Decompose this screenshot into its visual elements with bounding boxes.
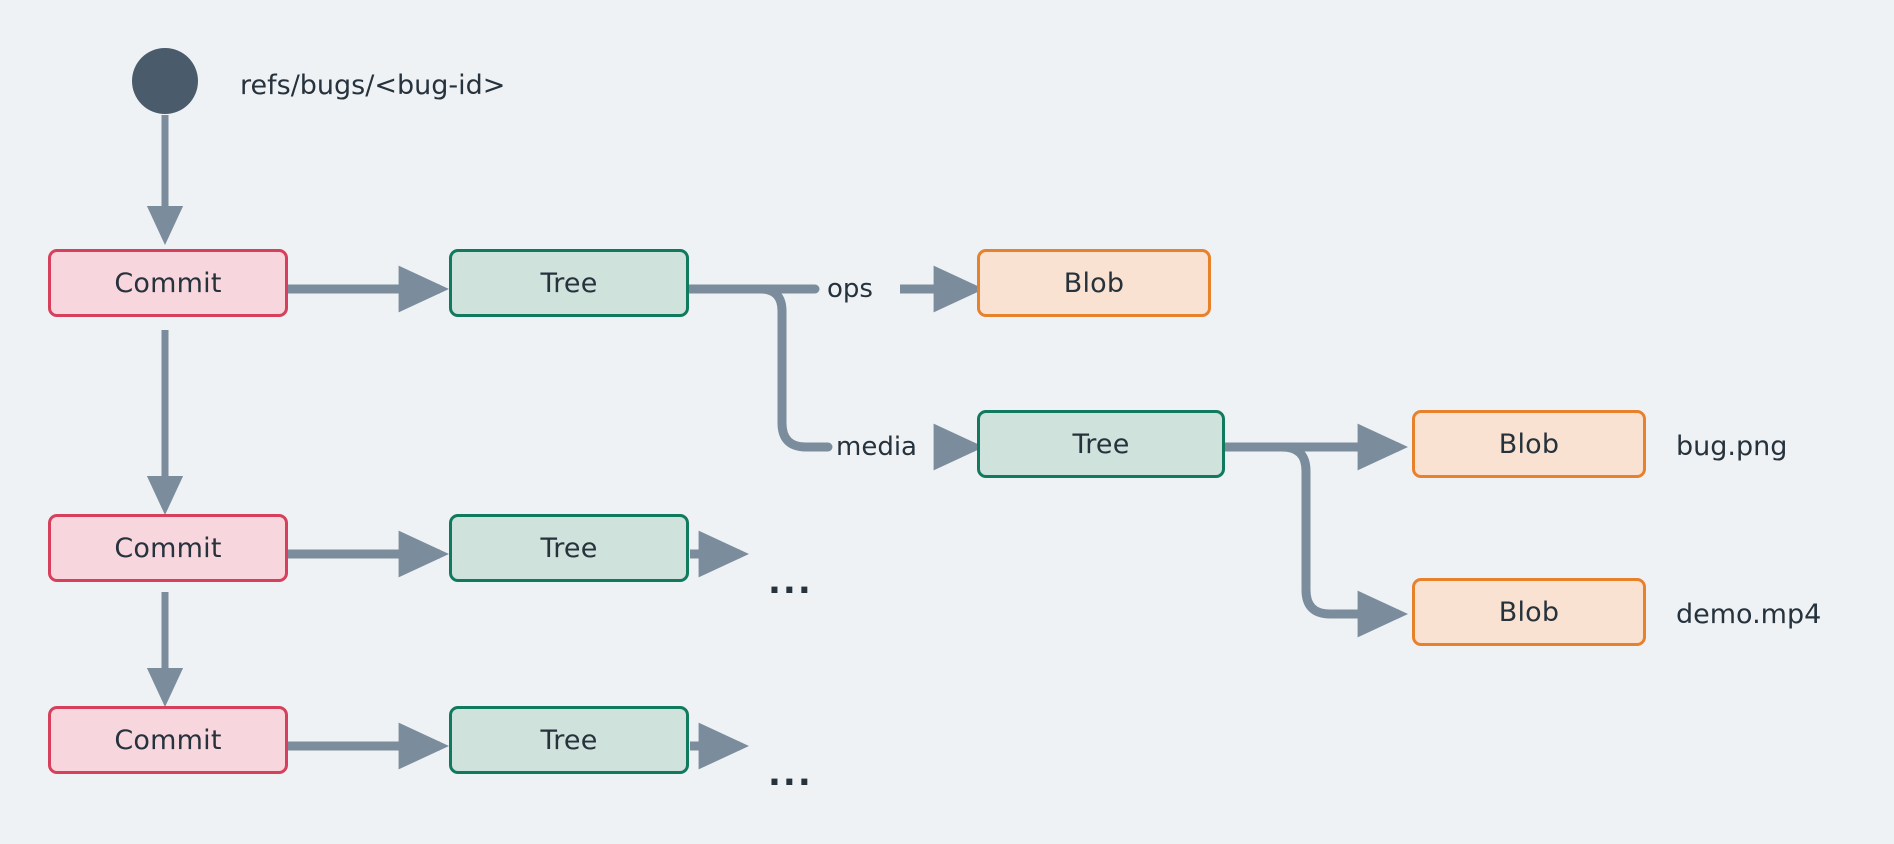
tree-node-3[interactable]: Tree — [449, 706, 689, 774]
tree-node-1-label: Tree — [540, 267, 598, 299]
ref-dot[interactable] — [132, 48, 198, 114]
edge-tree-media-to-blob-demo-mp4 — [1225, 442, 1409, 638]
commit-node-1[interactable]: Commit — [48, 249, 288, 317]
blob-node-bug-png-label: Blob — [1498, 428, 1560, 460]
file-label-demo-mp4: demo.mp4 — [1676, 599, 1822, 630]
ellipsis-tree-2: ... — [768, 562, 813, 602]
blob-node-demo-mp4[interactable]: Blob — [1412, 578, 1646, 646]
blob-node-bug-png[interactable]: Blob — [1412, 410, 1646, 478]
tree-node-media-label: Tree — [1072, 428, 1130, 460]
edge-tree-1-to-media — [682, 284, 833, 452]
ellipsis-tree-3: ... — [768, 754, 813, 794]
blob-node-ops[interactable]: Blob — [977, 249, 1211, 317]
blob-node-ops-label: Blob — [1063, 267, 1125, 299]
blob-node-demo-mp4-label: Blob — [1498, 596, 1560, 628]
commit-node-2[interactable]: Commit — [48, 514, 288, 582]
file-label-bug-png: bug.png — [1676, 431, 1788, 462]
edge-label-media: media — [833, 434, 920, 460]
tree-node-media[interactable]: Tree — [977, 410, 1225, 478]
tree-node-2[interactable]: Tree — [449, 514, 689, 582]
edge-label-ops: ops — [824, 276, 876, 302]
commit-node-2-label: Commit — [114, 532, 222, 564]
commit-node-1-label: Commit — [114, 267, 222, 299]
tree-node-1[interactable]: Tree — [449, 249, 689, 317]
commit-node-3-label: Commit — [114, 724, 222, 756]
tree-node-2-label: Tree — [540, 532, 598, 564]
commit-node-3[interactable]: Commit — [48, 706, 288, 774]
ref-label: refs/bugs/<bug-id> — [240, 70, 506, 101]
tree-node-3-label: Tree — [540, 724, 598, 756]
